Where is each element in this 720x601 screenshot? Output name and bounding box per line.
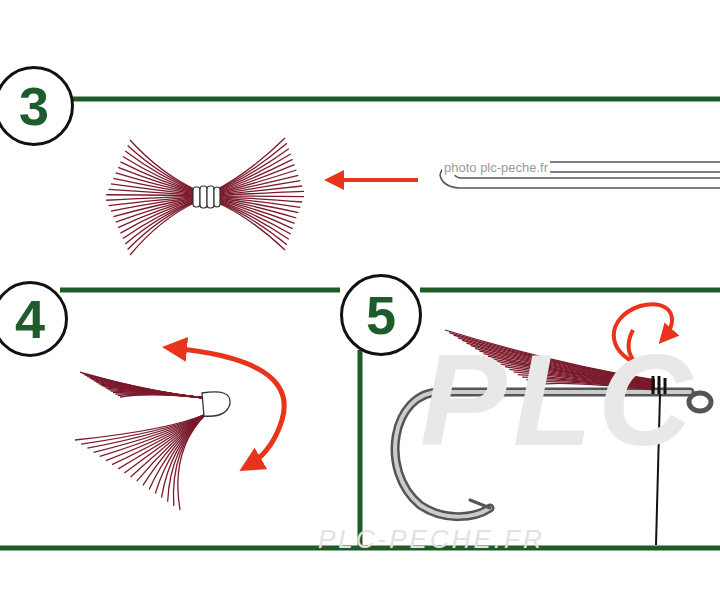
fiber — [111, 184, 196, 195]
fiber — [178, 414, 206, 510]
fiber — [130, 140, 196, 190]
fiber — [87, 376, 205, 398]
fiber — [113, 393, 205, 398]
fiber — [216, 202, 285, 250]
fiber — [115, 394, 205, 398]
fiber — [128, 201, 196, 249]
fiber — [118, 414, 206, 469]
fiber — [130, 202, 196, 255]
watermark: photo plc-peche.fr — [442, 160, 550, 175]
fiber — [104, 387, 205, 398]
step-circle: 4 — [0, 281, 68, 357]
fiber-bundle — [106, 138, 304, 255]
fiber — [216, 159, 293, 192]
fiber — [161, 414, 206, 498]
thread-loop — [202, 392, 230, 416]
fiber — [118, 394, 205, 398]
fiber — [92, 379, 205, 398]
fiber — [99, 384, 205, 398]
fiber — [111, 391, 205, 398]
arrow — [332, 178, 418, 182]
step-circle: 5 — [340, 274, 422, 356]
fiber — [94, 381, 205, 398]
fiber — [120, 395, 205, 398]
folded-fibers — [75, 372, 206, 510]
watermark: PLC — [420, 325, 698, 475]
fiber — [96, 382, 205, 398]
thread-wraps — [193, 186, 220, 208]
fiber — [85, 375, 205, 398]
fold-arrow — [172, 348, 284, 466]
fiber — [80, 372, 205, 398]
step-number: 3 — [19, 79, 49, 133]
fiber — [108, 390, 205, 398]
fiber — [89, 378, 205, 398]
step-circle: 3 — [0, 66, 74, 146]
panel-frame — [0, 99, 720, 548]
fiber — [216, 170, 296, 193]
step-number: 4 — [15, 292, 45, 346]
fiber — [118, 167, 196, 192]
fiber — [216, 191, 304, 195]
watermark: PLC-PECHE.FR — [318, 524, 545, 555]
fiber — [106, 388, 205, 398]
fiber — [82, 373, 205, 398]
step-number: 5 — [366, 288, 396, 342]
fiber — [101, 385, 205, 398]
